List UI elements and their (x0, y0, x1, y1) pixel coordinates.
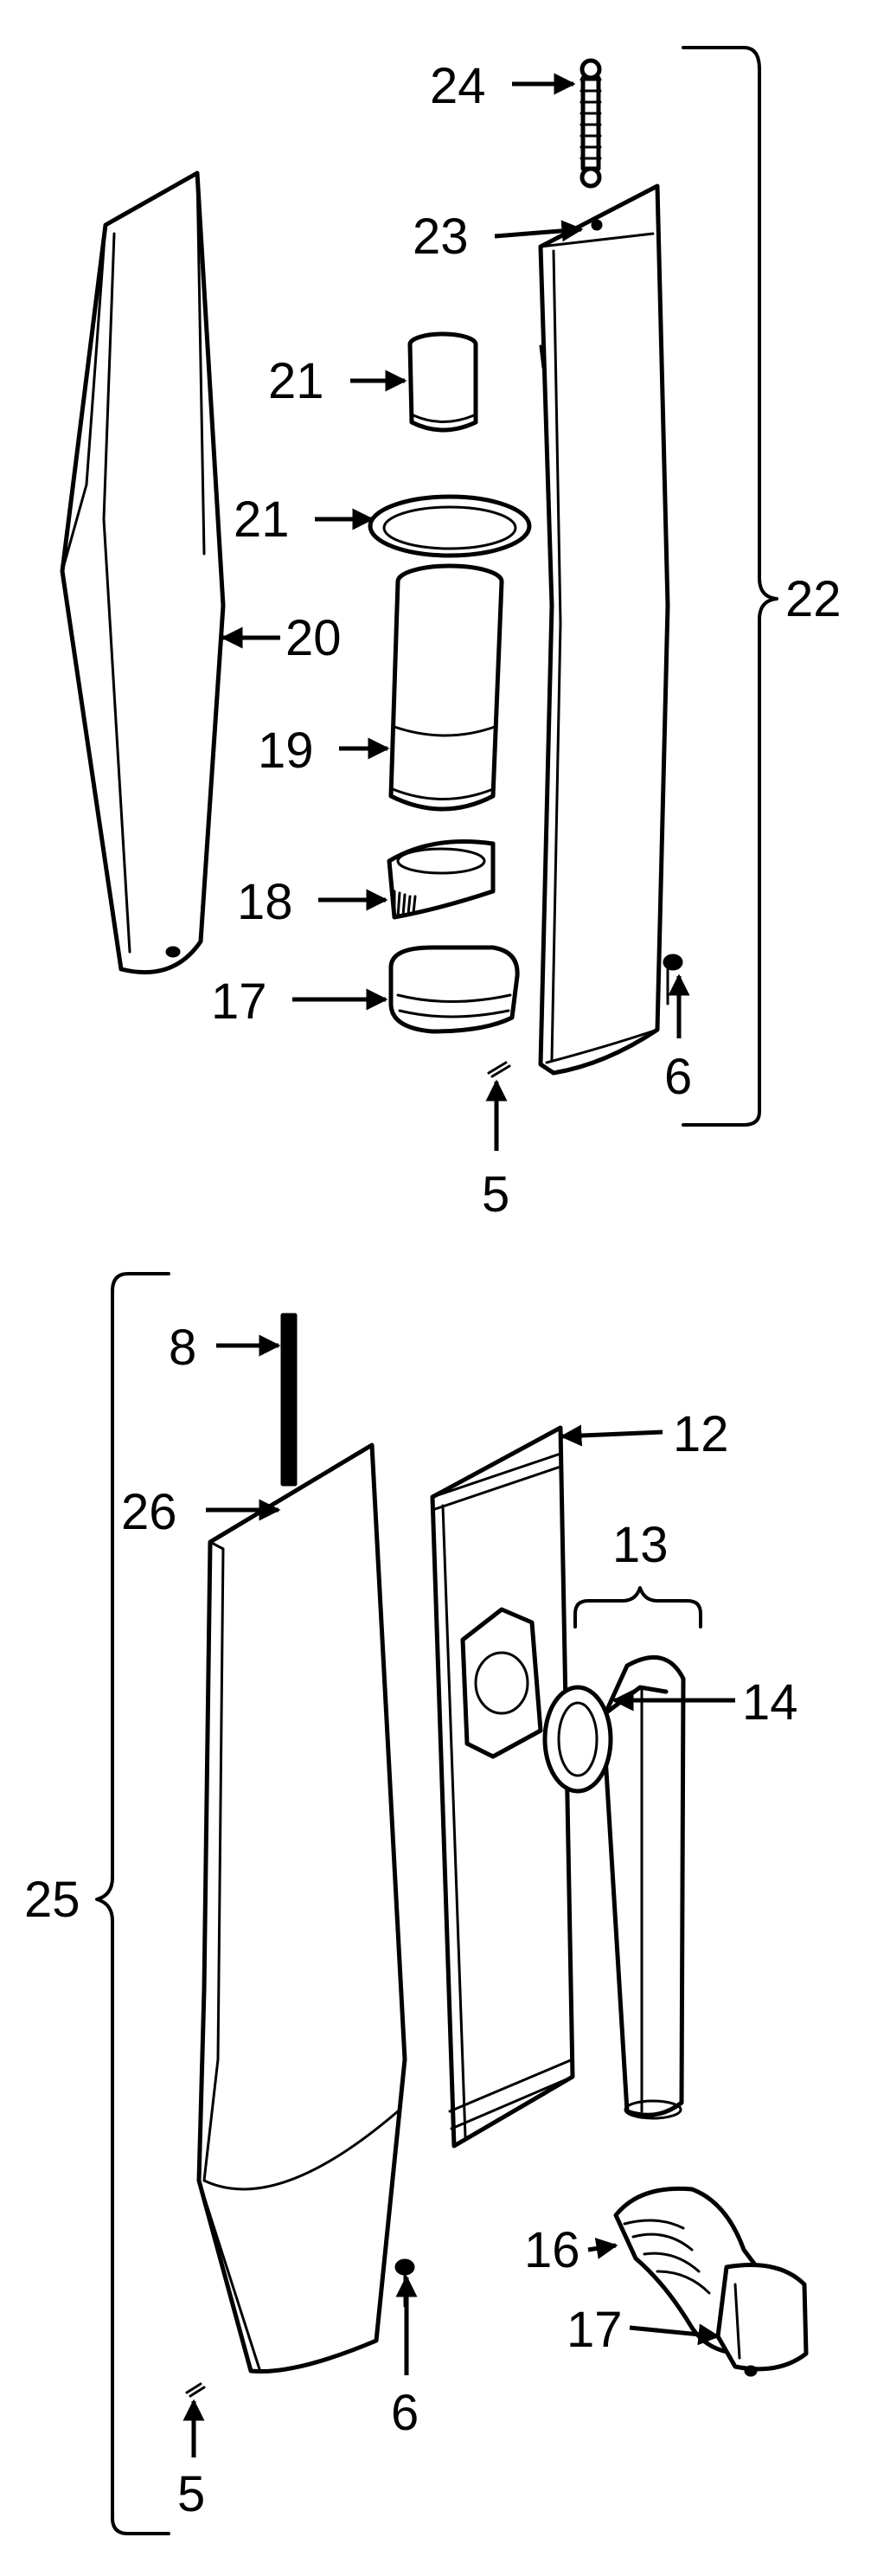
callout-5-top: 5 (482, 1166, 509, 1223)
leaders-top (221, 73, 690, 1151)
callout-16: 16 (524, 2222, 580, 2278)
callout-17-top: 17 (211, 973, 267, 1030)
part-18-clamp (387, 839, 496, 920)
part-21-ring (368, 494, 532, 558)
callout-20: 20 (285, 610, 342, 666)
brace-13 (573, 1586, 702, 1628)
part-20-side-panel (60, 170, 226, 975)
callout-14: 14 (742, 1674, 798, 1731)
brace-25 (95, 1272, 170, 2535)
callout-24: 24 (430, 58, 486, 114)
part-12-back-panel (430, 1425, 575, 2149)
part-8-rod (280, 1313, 298, 1487)
part-22-bag-housing (538, 183, 670, 1076)
callout-labels: 24 23 22 21 21 20 19 18 17 6 5 8 26 12 1… (24, 58, 842, 2522)
callout-18: 18 (237, 874, 293, 930)
callout-22: 22 (785, 571, 842, 627)
callout-17-bottom: 17 (567, 2302, 623, 2358)
part-26-bag-housing (196, 1442, 407, 2374)
callout-26: 26 (121, 1484, 177, 1540)
brace-22 (682, 46, 778, 1127)
callout-12: 12 (673, 1406, 729, 1462)
part-14-gasket (542, 1685, 613, 1794)
callout-25: 25 (24, 1872, 80, 1928)
callout-21-top: 21 (268, 353, 324, 409)
part-17-adapter (388, 945, 520, 1034)
part-17-adapter (715, 2263, 809, 2377)
part-24-threaded-stud (579, 58, 602, 189)
callout-6-top: 6 (664, 1049, 692, 1105)
part-13-tube (603, 1654, 686, 2120)
callout-5-bottom: 5 (177, 2466, 205, 2522)
part-21-cylinder (407, 331, 478, 433)
callout-19: 19 (258, 723, 314, 779)
callout-13: 13 (612, 1517, 669, 1573)
leaders-bottom (182, 1334, 735, 2457)
callout-23: 23 (413, 209, 469, 265)
part-5-screw (487, 1061, 511, 1078)
part-5-screw (185, 2382, 206, 2398)
part-6-screw (663, 954, 683, 1005)
part-19-tube (388, 563, 504, 812)
callout-8: 8 (169, 1320, 196, 1376)
callout-6-bottom: 6 (391, 2385, 419, 2441)
callout-21-ring: 21 (234, 491, 290, 548)
